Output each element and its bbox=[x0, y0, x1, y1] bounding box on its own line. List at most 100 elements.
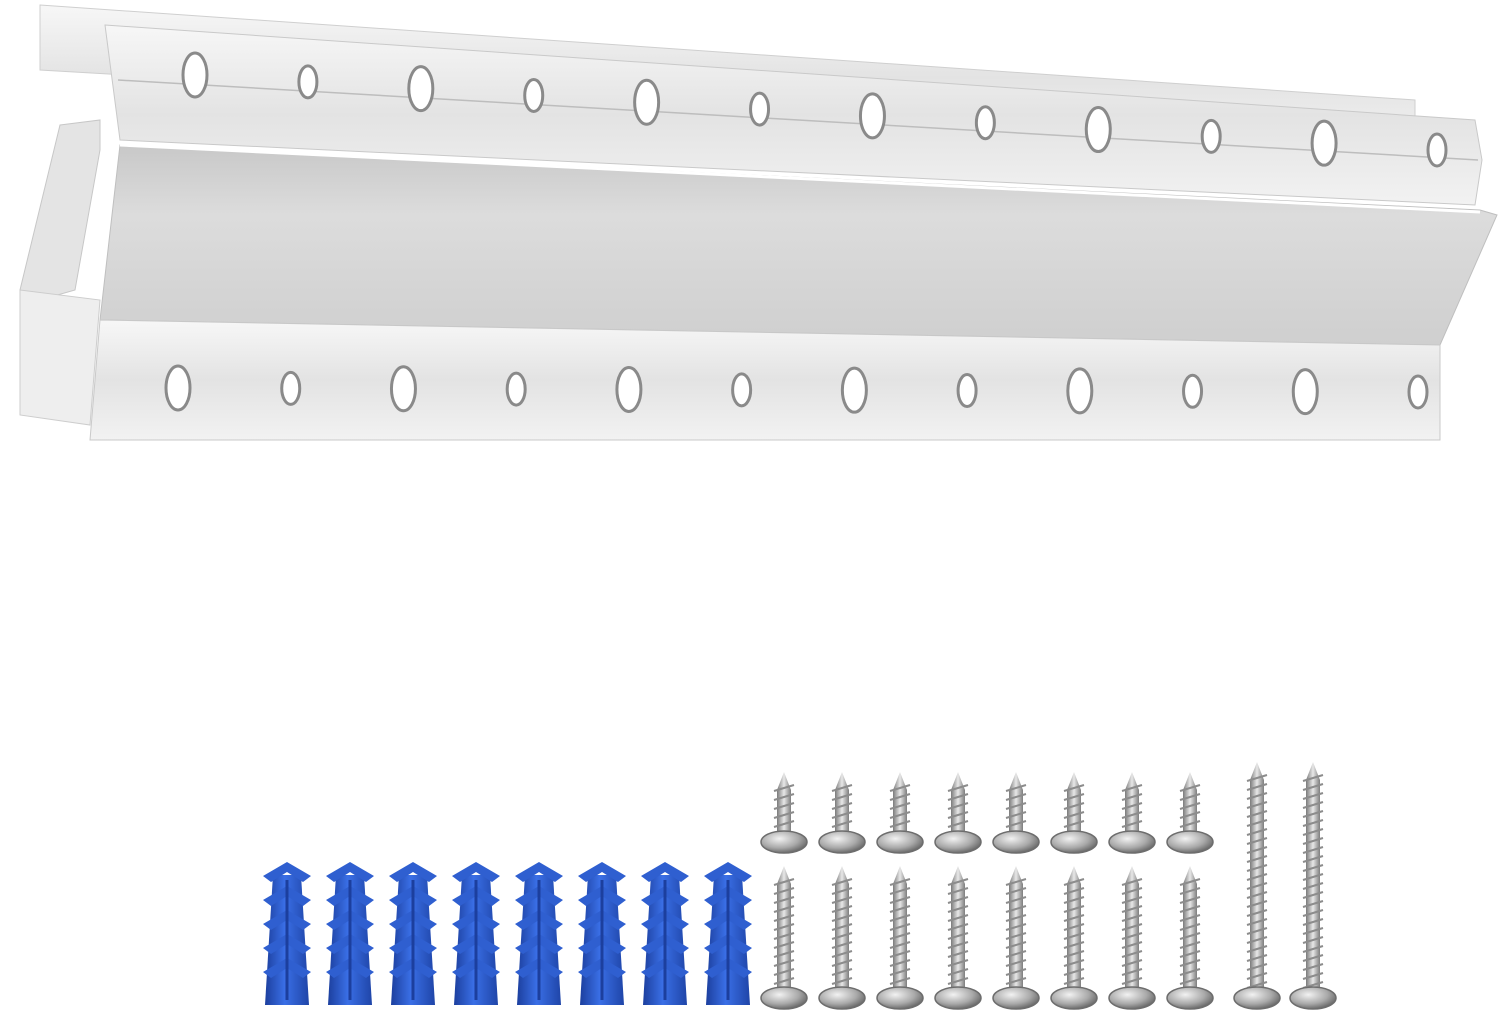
screw-thread bbox=[1005, 802, 1027, 810]
screw-thread bbox=[1246, 972, 1268, 980]
screw-thread bbox=[1005, 820, 1027, 828]
screw-thread bbox=[889, 887, 911, 895]
bracket-hole-bottom bbox=[1291, 368, 1319, 416]
screw-thread bbox=[1302, 954, 1324, 962]
screw-thread bbox=[831, 896, 853, 904]
screw-thread bbox=[947, 905, 969, 913]
screw-thread bbox=[1246, 909, 1268, 917]
bracket-front-bottom-face bbox=[89, 319, 1441, 441]
wall-anchor-fin bbox=[326, 862, 374, 882]
screw-head bbox=[760, 986, 808, 1010]
screw-thread bbox=[831, 941, 853, 949]
screw-thread bbox=[773, 793, 795, 801]
screw-head bbox=[876, 986, 924, 1010]
screw-thread bbox=[831, 923, 853, 931]
screw-head bbox=[1108, 830, 1156, 854]
wall-anchor-fin bbox=[389, 862, 437, 882]
screw-thread bbox=[1179, 820, 1201, 828]
screw-thread bbox=[889, 811, 911, 819]
screw-thread bbox=[1063, 923, 1085, 931]
screw-thread bbox=[1121, 914, 1143, 922]
screw-thread bbox=[1121, 923, 1143, 931]
screw-thread bbox=[773, 802, 795, 810]
wall-anchor bbox=[578, 862, 626, 1005]
screw bbox=[1166, 866, 1214, 1010]
screw-thread bbox=[1246, 774, 1268, 782]
screw bbox=[760, 772, 808, 854]
screw-thread bbox=[831, 959, 853, 967]
screw-head bbox=[818, 986, 866, 1010]
screw-thread bbox=[1063, 820, 1085, 828]
screw-thread bbox=[831, 977, 853, 985]
wall-anchor-fin bbox=[641, 862, 689, 882]
screw-thread bbox=[1246, 891, 1268, 899]
screws-group bbox=[760, 762, 1337, 1010]
screw-thread bbox=[1302, 819, 1324, 827]
screw-thread bbox=[1302, 945, 1324, 953]
screw-thread bbox=[1005, 941, 1027, 949]
screw-thread bbox=[773, 950, 795, 958]
screw-thread bbox=[889, 941, 911, 949]
screw-thread bbox=[773, 896, 795, 904]
screw-thread bbox=[1179, 950, 1201, 958]
screw-thread bbox=[1302, 909, 1324, 917]
screw-thread bbox=[1179, 784, 1201, 792]
screw-thread bbox=[947, 968, 969, 976]
screw-thread bbox=[1179, 896, 1201, 904]
screw-thread bbox=[1063, 784, 1085, 792]
screw bbox=[1289, 762, 1337, 1010]
screw-thread bbox=[1302, 837, 1324, 845]
screw-thread bbox=[773, 820, 795, 828]
screw-thread bbox=[1179, 887, 1201, 895]
screw-thread bbox=[1121, 878, 1143, 886]
screw-thread bbox=[1302, 792, 1324, 800]
screw-head bbox=[1050, 830, 1098, 854]
screw bbox=[934, 866, 982, 1010]
screw-thread bbox=[947, 887, 969, 895]
screw-head bbox=[876, 830, 924, 854]
screw-thread bbox=[947, 923, 969, 931]
screw-thread bbox=[831, 932, 853, 940]
screw-thread bbox=[773, 887, 795, 895]
screw-thread bbox=[889, 820, 911, 828]
screw-thread bbox=[1302, 891, 1324, 899]
screw-thread bbox=[947, 896, 969, 904]
screw-head bbox=[992, 986, 1040, 1010]
screw-thread bbox=[1246, 837, 1268, 845]
screw bbox=[760, 866, 808, 1010]
screw-thread bbox=[1121, 802, 1143, 810]
screw-thread bbox=[773, 959, 795, 967]
screw bbox=[876, 866, 924, 1010]
bracket-hole-bottom bbox=[1066, 367, 1094, 415]
wall-anchor bbox=[326, 862, 374, 1005]
screw-head bbox=[1233, 986, 1281, 1010]
screw-thread bbox=[1005, 784, 1027, 792]
screw-thread bbox=[1121, 820, 1143, 828]
screw bbox=[1108, 866, 1156, 1010]
screw bbox=[934, 772, 982, 854]
screw-thread bbox=[831, 784, 853, 792]
screw-thread bbox=[831, 802, 853, 810]
screw-thread bbox=[1121, 784, 1143, 792]
screw-thread bbox=[1246, 828, 1268, 836]
screw-thread bbox=[947, 811, 969, 819]
screw-thread bbox=[947, 914, 969, 922]
screw-thread bbox=[1005, 968, 1027, 976]
bracket-front bbox=[89, 24, 1498, 441]
bracket-hole-top bbox=[1200, 118, 1222, 154]
bracket-hole-bottom bbox=[1182, 373, 1204, 409]
screw-thread bbox=[1005, 887, 1027, 895]
screw-thread bbox=[1302, 882, 1324, 890]
screw-thread bbox=[1179, 977, 1201, 985]
screw-thread bbox=[889, 878, 911, 886]
screw-thread bbox=[1302, 864, 1324, 872]
screw-thread bbox=[773, 932, 795, 940]
screw-thread bbox=[889, 802, 911, 810]
screw-thread bbox=[1063, 968, 1085, 976]
bracket-hole-top bbox=[974, 105, 996, 141]
screw-thread bbox=[1246, 963, 1268, 971]
bracket-back-side-lip bbox=[19, 119, 101, 301]
screw-thread bbox=[1246, 954, 1268, 962]
